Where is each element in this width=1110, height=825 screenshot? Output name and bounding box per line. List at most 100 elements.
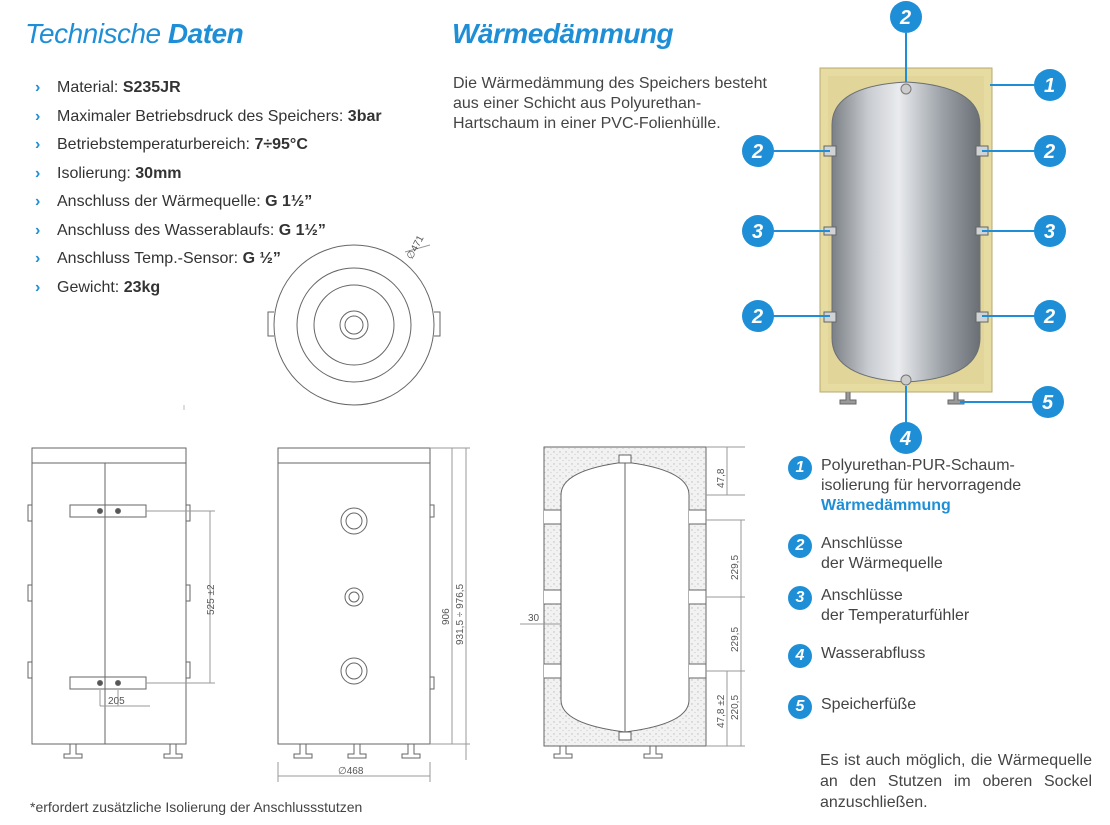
callout-2-top: 2	[890, 1, 922, 33]
connection-note: Es ist auch möglich, die Wärmequelle an …	[820, 750, 1092, 813]
dim-mid-229-b: 229,5	[730, 627, 741, 652]
legend-text-highlight: Wärmedämmung	[821, 497, 951, 514]
legend-badge: 5	[788, 695, 812, 719]
spec-label: Material:	[57, 79, 119, 97]
dim-205: 205	[108, 696, 125, 707]
spec-item: › Anschluss Temp.-Sensor: G ½”	[35, 245, 382, 274]
legend-item-2: 2 Anschlüsse der Wärmequelle	[788, 534, 943, 574]
callout-1: 1	[1034, 69, 1066, 101]
legend-item-1: 1 Polyurethan-PUR-Schaum- isolierung für…	[788, 456, 1021, 516]
section-view-drawing	[520, 446, 745, 759]
chevron-right-icon: ›	[35, 107, 41, 125]
spec-label: Anschluss der Wärmequelle:	[57, 193, 261, 211]
callout-2-left-upper: 2	[742, 135, 774, 167]
chevron-right-icon: ›	[35, 136, 41, 154]
legend-text: der Wärmequelle	[821, 555, 943, 572]
spec-value: 30mm	[135, 164, 182, 182]
dim-insulation-30: 30	[528, 613, 540, 624]
spec-item: › Anschluss der Wärmequelle: G 1½”	[35, 188, 382, 217]
heading-technische-daten: Technische Daten	[25, 18, 244, 50]
svg-text:4: 4	[899, 428, 911, 450]
spec-item: ›Maximaler Betriebsdruck des Speichers: …	[35, 103, 382, 132]
callout-2-right-upper: 2	[1034, 135, 1066, 167]
legend-item-3: 3 Anschlüsse der Temperaturfühler	[788, 586, 969, 626]
spec-value: 3bar	[347, 107, 382, 125]
legend-text: Anschlüsse	[821, 535, 903, 552]
callout-4: 4	[890, 422, 922, 454]
spec-value: G 1½”	[265, 193, 313, 211]
heading-tech-bold: Daten	[167, 18, 244, 49]
chevron-right-icon: ›	[35, 164, 41, 182]
legend-text: Speicherfüße	[821, 696, 917, 713]
spec-item: › Material: S235JR	[35, 74, 382, 103]
callout-3-left: 3	[742, 215, 774, 247]
dim-mid-229-a: 229,5	[730, 555, 741, 580]
dim-height-range: 931,5 ÷ 976,5	[455, 583, 466, 645]
callout-2-right-lower: 2	[1034, 300, 1066, 332]
legend-text: Anschlüsse	[821, 587, 903, 604]
insulation-description: Die Wärmedämmung des Speichers besteht a…	[453, 75, 767, 132]
note-line: anzuschließen.	[820, 794, 928, 811]
note-line: Es ist auch möglich, die Wärmequelle	[820, 752, 1092, 769]
chevron-right-icon: ›	[35, 278, 41, 296]
svg-text:5: 5	[1042, 392, 1054, 414]
callout-3-right: 3	[1034, 215, 1066, 247]
spec-label: Isolierung:	[57, 164, 131, 182]
chevron-right-icon: ›	[35, 193, 41, 211]
heading-waermedaemmung: Wärmedämmung	[452, 18, 674, 49]
callout-5: 5	[1032, 386, 1064, 418]
svg-text:3: 3	[752, 221, 763, 243]
dim-top-478: 47,8	[716, 468, 727, 488]
dim-906: 906	[441, 608, 452, 625]
spec-item: › Gewicht: 23kg	[35, 274, 382, 303]
chevron-right-icon: ›	[35, 221, 41, 239]
spec-label: Anschluss des Wasserablaufs:	[57, 221, 275, 239]
svg-text:2: 2	[751, 141, 763, 163]
legend-badge: 3	[788, 586, 812, 610]
spec-list: › Material: S235JR › Maximaler Betriebsdru…	[35, 74, 382, 302]
dim-bottom-478: 47,8 ±2	[716, 694, 727, 728]
spec-label: Maximaler Betriebsdruck des Speichers:	[57, 107, 344, 125]
legend-text: der Temperaturfühler	[821, 607, 970, 624]
spec-value: 23kg	[123, 278, 161, 296]
spec-item: › Isolierung: 30mm	[35, 160, 382, 189]
spec-value: G 1½”	[278, 221, 326, 239]
svg-text:2: 2	[899, 7, 911, 29]
spec-label: Anschluss Temp.-Sensor:	[57, 250, 239, 268]
cutaway-illustration	[772, 33, 1035, 425]
chevron-right-icon: ›	[35, 250, 41, 268]
svg-text:1: 1	[1044, 75, 1055, 97]
front-view-a-drawing	[27, 447, 215, 759]
svg-text:3: 3	[1044, 221, 1055, 243]
spec-value: S235JR	[122, 79, 181, 97]
spec-item: › Betriebstemperaturbereich: 7÷95°C	[35, 131, 382, 160]
legend-badge: 1	[788, 456, 812, 480]
legend-text: Polyurethan-PUR-Schaum-	[821, 457, 1015, 474]
spec-value: G ½”	[242, 250, 281, 268]
legend-item-5: 5 Speicherfüße	[788, 695, 916, 719]
svg-text:2: 2	[1043, 141, 1055, 163]
chevron-right-icon: ›	[35, 79, 41, 97]
spec-label: Betriebstemperaturbereich:	[57, 136, 250, 154]
legend-text: isolierung für hervorragende	[821, 477, 1022, 494]
legend-badge: 2	[788, 534, 812, 558]
legend-badge: 4	[788, 644, 812, 668]
spec-value: 7÷95°C	[254, 136, 308, 154]
dim-base-diameter: ∅468	[338, 766, 364, 777]
legend-text: Wasserabfluss	[821, 645, 926, 662]
legend-item-4: 4 Wasserabfluss	[788, 644, 925, 668]
spec-item: › Anschluss des Wasserablaufs: G 1½”	[35, 217, 382, 246]
heading-tech-light: Technische	[25, 18, 161, 49]
dim-bottom-220: 220,5	[730, 695, 741, 720]
callout-badges: 2 1 2 2 3 3 2 2 5 4	[742, 1, 1066, 454]
svg-text:2: 2	[1043, 306, 1055, 328]
callout-2-left-lower: 2	[742, 300, 774, 332]
footnote: *erfordert zusätzliche Isolierung der An…	[30, 799, 363, 815]
spec-label: Gewicht:	[57, 278, 120, 296]
dim-top-diameter: ∅471	[405, 233, 427, 261]
svg-text:2: 2	[751, 306, 763, 328]
dim-525: 525 ±2	[206, 584, 217, 615]
top-view-drawing	[183, 244, 441, 410]
note-line: an den Stutzen im oberen Sockel	[820, 773, 1092, 790]
